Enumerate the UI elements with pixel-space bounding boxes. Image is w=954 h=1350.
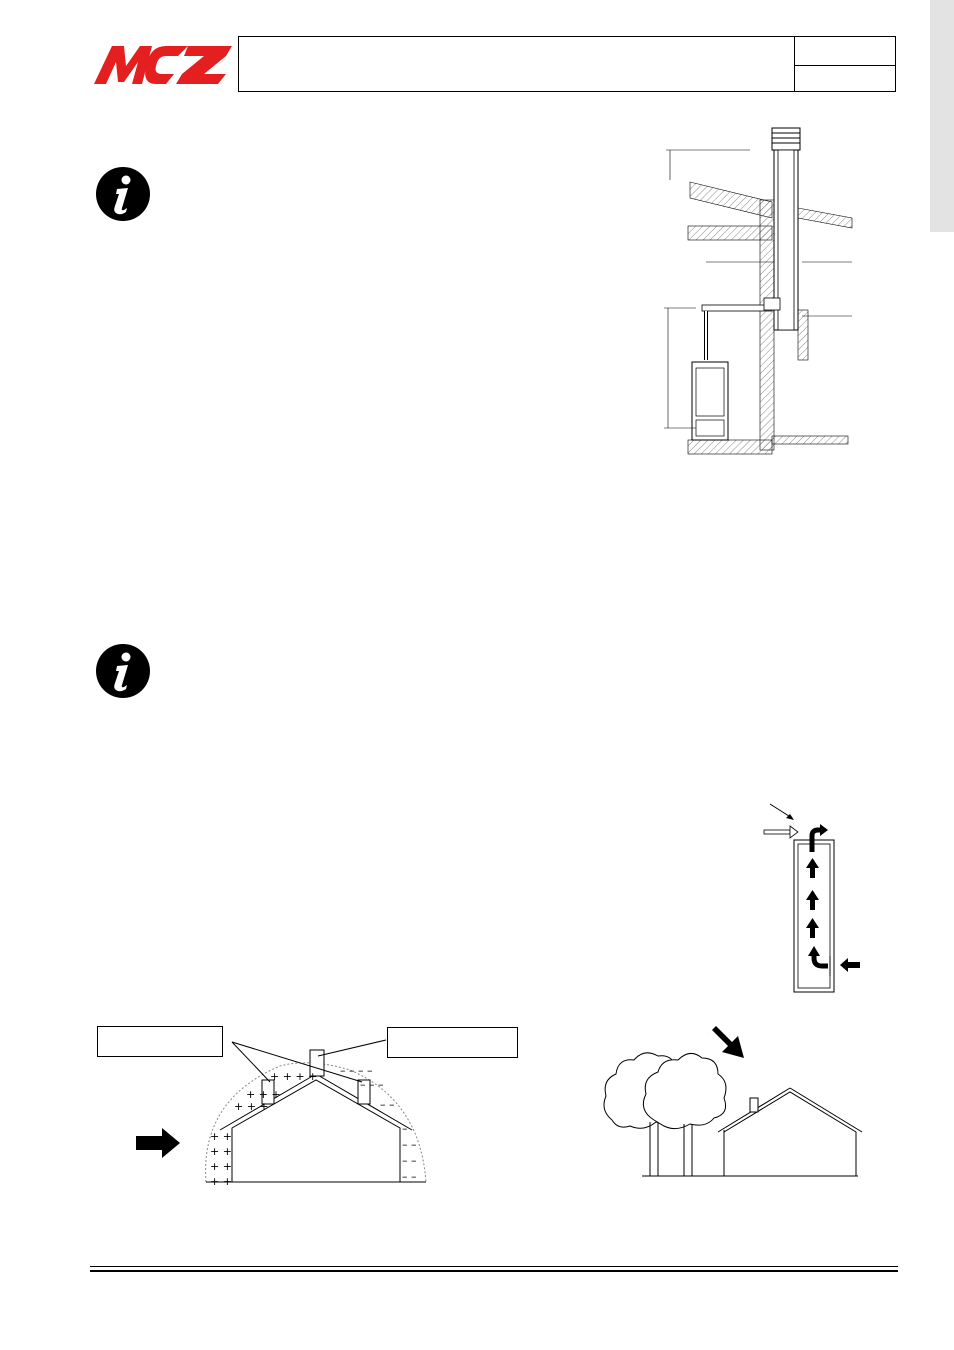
label-box-right bbox=[387, 1027, 518, 1058]
svg-text:– –: – – bbox=[402, 1170, 417, 1183]
svg-text:+ +: + + bbox=[210, 1160, 232, 1173]
svg-text:–: – bbox=[402, 1122, 408, 1135]
house-pressure-diagram: + + + + + + + + + + + + + + + + + + – – … bbox=[136, 1039, 427, 1188]
flue-installation-diagram bbox=[664, 127, 853, 455]
header-divider bbox=[794, 36, 795, 92]
info-icon bbox=[96, 644, 150, 698]
svg-text:– –: – – bbox=[380, 1098, 395, 1111]
svg-text:+ + +: + + + bbox=[234, 1100, 269, 1113]
chimney-draught-diagram bbox=[763, 803, 860, 993]
mcz-logo bbox=[94, 46, 232, 84]
header-divider bbox=[794, 65, 896, 66]
svg-text:+ +: + + bbox=[210, 1175, 232, 1188]
svg-text:+ +: + + bbox=[210, 1130, 232, 1143]
svg-text:– – – –: – – – – bbox=[340, 1064, 373, 1077]
trees-house-diagram bbox=[603, 1026, 863, 1177]
svg-text:– –: – – bbox=[402, 1138, 417, 1151]
svg-text:+ +: + + bbox=[210, 1145, 232, 1158]
svg-text:– – –: – – – bbox=[360, 1078, 384, 1091]
svg-text:– –: – – bbox=[402, 1154, 417, 1167]
svg-text:+ + +: + + + bbox=[246, 1088, 281, 1101]
side-tab bbox=[930, 0, 954, 232]
header-box bbox=[238, 36, 896, 92]
svg-text:+ + + +: + + + + bbox=[270, 1070, 317, 1083]
footer-rule bbox=[90, 1270, 898, 1272]
label-box-left bbox=[97, 1026, 223, 1057]
info-icon bbox=[96, 167, 150, 221]
footer-rule bbox=[90, 1266, 898, 1267]
